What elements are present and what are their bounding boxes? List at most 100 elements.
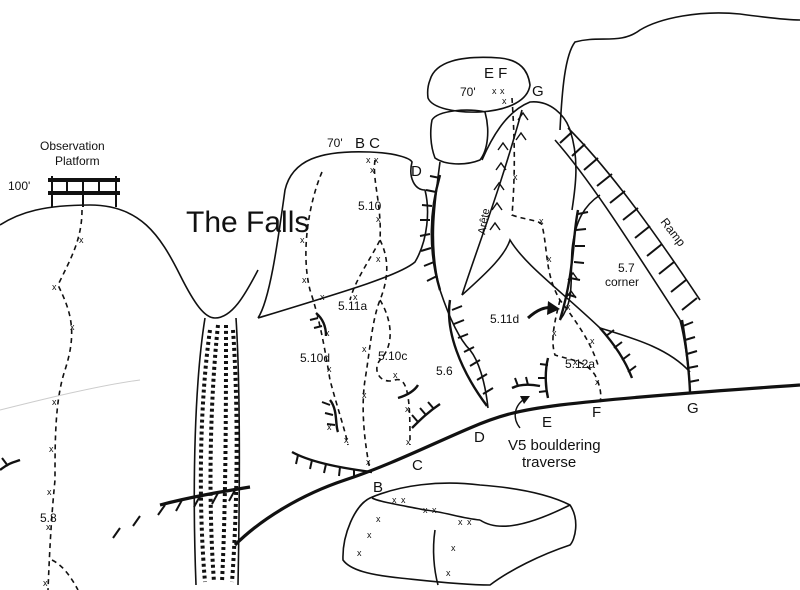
- ground-hatches: [112, 489, 236, 539]
- svg-text:x: x: [327, 422, 332, 432]
- svg-text:x: x: [446, 568, 451, 578]
- svg-text:x: x: [595, 377, 600, 387]
- label-arete: Arête: [476, 208, 492, 236]
- arrow-5-11d-head: [547, 301, 560, 315]
- svg-text:x: x: [393, 370, 398, 380]
- svg-text:x: x: [500, 86, 505, 96]
- svg-text:x: x: [401, 495, 406, 505]
- route-5-12a: [552, 299, 602, 403]
- grade-5-8: 5.8: [40, 511, 57, 525]
- top-boulder: [426, 56, 531, 113]
- svg-text:x: x: [451, 543, 456, 553]
- left-slope: [0, 458, 21, 471]
- route-5-10c: [376, 299, 411, 446]
- falls-gorge-right: [235, 317, 241, 586]
- letter-d-top: D: [411, 163, 422, 180]
- svg-text:x: x: [52, 397, 57, 407]
- title-the-falls: The Falls: [186, 206, 309, 239]
- letters-b-c: B C: [355, 135, 380, 152]
- svg-text:x: x: [344, 435, 349, 445]
- label-corner: corner: [605, 275, 639, 289]
- base-letter-f: F: [592, 404, 601, 421]
- svg-text:x: x: [362, 390, 367, 400]
- left-slope-hatch: [1, 457, 9, 467]
- base-letter-g: G: [687, 400, 699, 417]
- route-arete: [511, 97, 599, 366]
- svg-text:x: x: [327, 364, 332, 374]
- grade-5-11d: 5.11d: [490, 312, 519, 326]
- svg-text:x: x: [49, 444, 54, 454]
- svg-text:x: x: [392, 495, 397, 505]
- observation-height: 100': [8, 179, 30, 193]
- bouldering-line-2: traverse: [522, 454, 576, 471]
- svg-text:x: x: [47, 487, 52, 497]
- svg-text:x: x: [502, 96, 507, 106]
- grade-5-7: 5.7: [618, 261, 635, 275]
- svg-text:x: x: [432, 505, 437, 515]
- svg-text:x: x: [70, 322, 75, 332]
- svg-text:x: x: [300, 235, 305, 245]
- svg-text:x: x: [357, 548, 362, 558]
- svg-text:x: x: [492, 86, 497, 96]
- ramp-hatching: [559, 131, 698, 311]
- svg-text:x: x: [353, 292, 358, 302]
- base-letter-d: D: [474, 429, 485, 446]
- svg-text:x: x: [566, 302, 571, 312]
- svg-text:x: x: [46, 522, 51, 532]
- svg-text:x: x: [539, 216, 544, 226]
- svg-text:x: x: [43, 578, 48, 588]
- grade-5-11a: 5.11a: [338, 299, 367, 313]
- svg-text:x: x: [325, 328, 330, 338]
- grade-5-12a: 5.12a: [565, 357, 595, 371]
- ground-line-main: [233, 383, 800, 547]
- svg-text:x: x: [552, 328, 557, 338]
- route-5-8-lower: [51, 559, 79, 590]
- svg-text:x: x: [370, 165, 375, 175]
- left-hill-outline: [0, 204, 259, 319]
- svg-text:x: x: [366, 155, 371, 165]
- route-5-8: [47, 209, 83, 590]
- svg-text:x: x: [405, 404, 410, 414]
- base-letter-b: B: [373, 479, 383, 496]
- observation-platform: [48, 176, 120, 207]
- route-5-10: [349, 159, 382, 301]
- svg-text:x: x: [458, 517, 463, 527]
- svg-text:x: x: [590, 336, 595, 346]
- svg-text:x: x: [366, 457, 371, 467]
- corner-right-edge: [599, 327, 691, 373]
- route-5-11a: [362, 239, 388, 471]
- falls-gorge-left: [193, 317, 206, 586]
- svg-text:x: x: [513, 172, 518, 182]
- letter-g-top: G: [532, 83, 544, 100]
- ramp-band-lower: [554, 139, 681, 321]
- svg-text:x: x: [406, 437, 411, 447]
- observation-label-1: Observation: [40, 139, 105, 153]
- svg-text:x: x: [547, 254, 552, 264]
- base-letter-c: C: [412, 457, 423, 474]
- svg-text:x: x: [423, 505, 428, 515]
- grade-5-10: 5.10: [358, 199, 382, 213]
- grade-5-10c: 5.10c: [378, 349, 407, 363]
- ground-line: [159, 485, 251, 507]
- overhang-hatches: [291, 174, 700, 478]
- waterfall: [198, 324, 239, 583]
- svg-text:x: x: [79, 235, 84, 245]
- arete-block-outline: [481, 101, 577, 211]
- bouldering-line-1: V5 bouldering: [508, 437, 601, 454]
- letters-e-f: E F: [484, 65, 507, 82]
- route-5-10d: [305, 171, 349, 446]
- faint-trail: [0, 379, 141, 411]
- base-letter-e: E: [542, 414, 552, 431]
- svg-text:x: x: [52, 282, 57, 292]
- ramp-buttress-outline: [559, 12, 800, 131]
- svg-text:x: x: [573, 357, 578, 367]
- svg-text:x: x: [467, 517, 472, 527]
- central-buttress-outline: [257, 150, 429, 319]
- svg-text:x: x: [367, 530, 372, 540]
- boulder: [342, 482, 577, 586]
- svg-text:x: x: [376, 214, 381, 224]
- arrow-bouldering-head: [520, 396, 530, 404]
- routes: [47, 97, 602, 590]
